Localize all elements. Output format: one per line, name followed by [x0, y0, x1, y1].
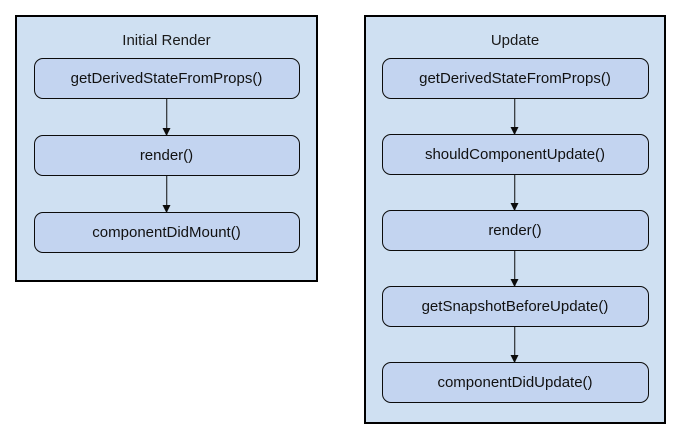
- arrow-head: [510, 203, 519, 211]
- arrow-head: [162, 128, 170, 136]
- node-component-did-mount[interactable]: componentDidMount(): [33, 212, 300, 253]
- arrow-line: [514, 175, 516, 210]
- arrow-head: [162, 205, 170, 213]
- arrow-line: [514, 327, 516, 362]
- arrow-line: [514, 99, 516, 134]
- arrow-down-icon: [162, 176, 172, 213]
- node-get-snapshot-before-update[interactable]: getSnapshotBeforeUpdate(): [381, 286, 649, 327]
- flow-initial-render: getDerivedStateFromProps() render() comp…: [17, 58, 316, 253]
- panel-update: Update getDerivedStateFromProps() should…: [364, 15, 666, 424]
- arrow-down-icon: [510, 99, 520, 135]
- panel-initial-render: Initial Render getDerivedStateFromProps(…: [15, 15, 318, 282]
- arrow-head: [510, 127, 519, 135]
- panel-title-initial-render: Initial Render: [122, 32, 211, 49]
- node-should-component-update[interactable]: shouldComponentUpdate(): [381, 134, 649, 175]
- arrow-head: [510, 279, 519, 287]
- arrow-line: [165, 99, 167, 135]
- arrow-line: [514, 251, 516, 286]
- node-render[interactable]: render(): [33, 135, 300, 176]
- arrow-down-icon: [162, 99, 172, 136]
- arrow-down-icon: [510, 251, 520, 287]
- node-get-derived-state-from-props[interactable]: getDerivedStateFromProps(): [381, 58, 649, 99]
- flow-update: getDerivedStateFromProps() shouldCompone…: [366, 58, 664, 403]
- arrow-head: [510, 355, 519, 363]
- arrow-down-icon: [510, 327, 520, 363]
- arrow-line: [165, 176, 167, 212]
- panel-title-update: Update: [490, 32, 540, 49]
- node-render[interactable]: render(): [381, 210, 649, 251]
- arrow-down-icon: [510, 175, 520, 211]
- node-component-did-update[interactable]: componentDidUpdate(): [381, 362, 649, 403]
- node-get-derived-state-from-props[interactable]: getDerivedStateFromProps(): [33, 58, 300, 99]
